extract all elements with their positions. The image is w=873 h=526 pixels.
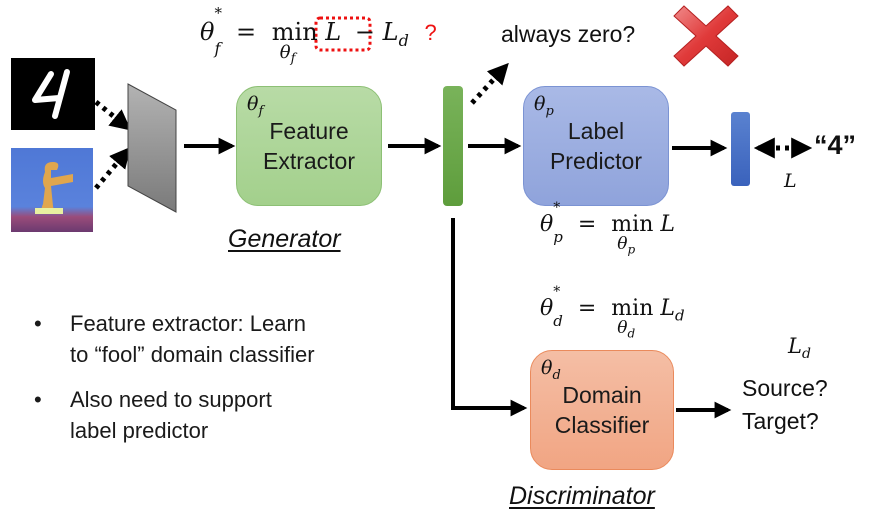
source-question: Source? (742, 375, 828, 401)
f-subscript: f (214, 38, 221, 58)
input2-dotted-arrow (94, 146, 131, 190)
bullet-list: • Feature extractor: Learn to “fool” dom… (34, 308, 430, 460)
bullet-text-line: Feature extractor: Learn (70, 311, 307, 336)
discriminator-label: Discriminator (509, 482, 655, 510)
always-zero-dotted-arrow (470, 62, 509, 105)
min-operator: min (271, 18, 318, 46)
colored-digit-image (11, 148, 93, 232)
feature-line2: Extractor (262, 148, 356, 174)
question-mark: ? (424, 20, 437, 45)
highlight-box (314, 16, 372, 52)
domain-line2: Classifier (554, 412, 650, 438)
colored-digit-glyph (35, 162, 73, 214)
output-vector-bar (731, 112, 750, 186)
bullet-dot: • (34, 387, 42, 412)
domain-loss-term: − Ld (354, 18, 409, 50)
bullet-dot: • (34, 311, 42, 336)
red-x-icon (673, 5, 739, 67)
ground-truth-label: “4” (814, 130, 857, 160)
domain-param-label: θd (541, 357, 561, 383)
bar-to-domain-connector (451, 218, 528, 417)
bullet-text-line: Also need to support (70, 387, 272, 412)
equals-sign: = (236, 18, 257, 46)
input-plate (127, 83, 177, 213)
mnist-digit-4-image (11, 58, 95, 130)
target-question: Target? (742, 408, 819, 434)
domain-line1: Domain (562, 382, 642, 408)
bullet-text-line: label predictor (70, 418, 209, 443)
bullet-item: • Feature extractor: Learn to “fool” dom… (34, 308, 430, 370)
label-loss-symbol: L (784, 170, 797, 192)
min-subscript: θf (279, 42, 296, 67)
star-superscript: * (214, 4, 222, 22)
loss-term: L (325, 18, 342, 46)
domain-classifier-equation: θ*d = min θd Ld (540, 284, 685, 341)
label-predictor-box: θp Label Predictor (523, 86, 669, 206)
feature-extractor-box: θf Feature Extractor (236, 86, 382, 206)
domain-output-text: Source? Target? (742, 372, 828, 438)
feature-vector-bar (443, 86, 463, 206)
theta-symbol: θ (200, 18, 215, 46)
feature-line1: Feature (269, 118, 349, 144)
generator-objective-equation: θ* f = min θf L − Ld ? (200, 4, 437, 67)
bullet-item: • Also need to support label predictor (34, 384, 430, 446)
bullet-text-line: to “fool” domain classifier (70, 342, 315, 367)
label-line2: Predictor (549, 148, 643, 174)
domain-classifier-box: θd Domain Classifier (530, 350, 674, 470)
always-zero-label: always zero? (501, 21, 636, 47)
feature-param-label: θf (247, 93, 264, 119)
domain-loss-symbol: Ld (788, 334, 811, 363)
label-line1: Label (567, 118, 625, 144)
generator-label: Generator (228, 225, 341, 253)
digit-4-glyph (32, 69, 70, 119)
label-predictor-equation: θ*p = min θp L (540, 200, 675, 257)
input1-dotted-arrow (94, 100, 132, 131)
label-param-label: θp (534, 93, 554, 119)
